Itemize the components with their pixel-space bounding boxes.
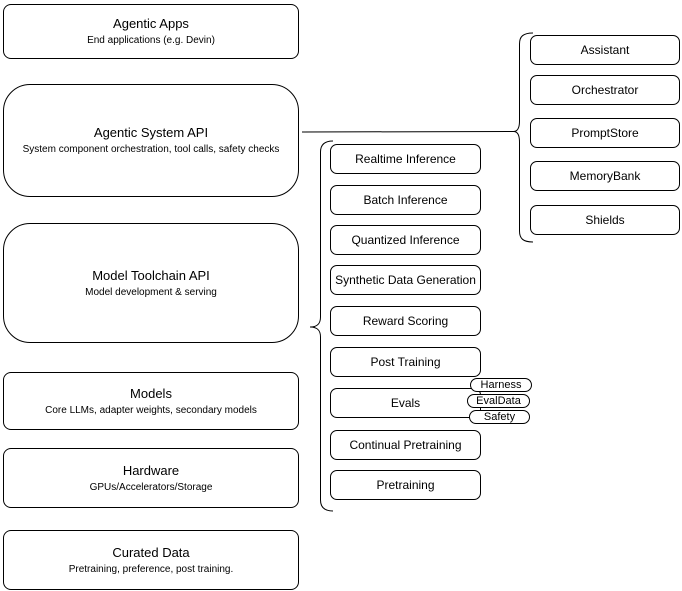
- node-label: PromptStore: [571, 126, 639, 140]
- node-title: Curated Data: [112, 544, 190, 560]
- node-label: MemoryBank: [569, 169, 641, 183]
- node-subtitle: GPUs/Accelerators/Storage: [89, 481, 213, 493]
- node-label: Pretraining: [376, 478, 435, 492]
- pill-harness: Harness: [470, 378, 532, 392]
- node-promptstore: PromptStore: [530, 118, 680, 148]
- node-memorybank: MemoryBank: [530, 161, 680, 191]
- toolchain-brace: [309, 140, 334, 512]
- node-label: Orchestrator: [571, 83, 639, 97]
- node-label: Evals: [390, 396, 421, 410]
- node-post-training: Post Training: [330, 347, 481, 377]
- node-title: Models: [130, 385, 172, 401]
- node-label: Assistant: [580, 43, 630, 57]
- node-label: Continual Pretraining: [349, 438, 462, 452]
- node-orchestrator: Orchestrator: [530, 75, 680, 105]
- node-hardware: Hardware GPUs/Accelerators/Storage: [3, 448, 299, 508]
- node-continual-pretraining: Continual Pretraining: [330, 430, 481, 460]
- pill-label: EvalData: [476, 395, 521, 407]
- node-subtitle: Pretraining, preference, post training.: [68, 563, 234, 575]
- node-title: Agentic Apps: [113, 16, 189, 31]
- node-batch-inference: Batch Inference: [330, 185, 481, 215]
- node-agentic-system-api: Agentic System API System component orch…: [3, 84, 299, 197]
- system-api-connector-line: [301, 131, 515, 133]
- node-realtime-inference: Realtime Inference: [330, 144, 481, 174]
- node-label: Realtime Inference: [355, 152, 456, 166]
- node-label: Synthetic Data Generation: [335, 273, 476, 287]
- node-evals: Evals: [330, 388, 481, 418]
- node-model-toolchain-api: Model Toolchain API Model development & …: [3, 223, 299, 343]
- node-subtitle: Model development & serving: [85, 286, 217, 298]
- node-pretraining: Pretraining: [330, 470, 481, 500]
- node-label: Shields: [585, 213, 625, 227]
- node-title: Hardware: [122, 462, 180, 478]
- node-subtitle: Core LLMs, adapter weights, secondary mo…: [45, 404, 257, 416]
- node-assistant: Assistant: [530, 35, 680, 65]
- node-quantized-inference: Quantized Inference: [330, 225, 481, 255]
- node-label: Batch Inference: [363, 193, 448, 207]
- node-models: Models Core LLMs, adapter weights, secon…: [3, 372, 299, 430]
- pill-safety: Safety: [469, 410, 530, 424]
- node-subtitle: End applications (e.g. Devin): [87, 35, 215, 46]
- node-label: Quantized Inference: [351, 233, 460, 247]
- pill-evaldata: EvalData: [467, 394, 530, 408]
- pill-label: Safety: [483, 411, 516, 423]
- node-label: Post Training: [370, 355, 441, 369]
- node-synthetic-data-generation: Synthetic Data Generation: [330, 265, 481, 295]
- node-label: Reward Scoring: [362, 314, 449, 328]
- pill-label: Harness: [480, 379, 522, 391]
- node-curated-data: Curated Data Pretraining, preference, po…: [3, 530, 299, 590]
- node-agentic-apps: Agentic Apps End applications (e.g. Devi…: [3, 4, 299, 59]
- node-subtitle: System component orchestration, tool cal…: [22, 144, 280, 155]
- node-reward-scoring: Reward Scoring: [330, 306, 481, 336]
- node-shields: Shields: [530, 205, 680, 235]
- node-title: Agentic System API: [93, 125, 209, 140]
- node-title: Model Toolchain API: [92, 267, 210, 283]
- system-components-brace: [513, 32, 534, 243]
